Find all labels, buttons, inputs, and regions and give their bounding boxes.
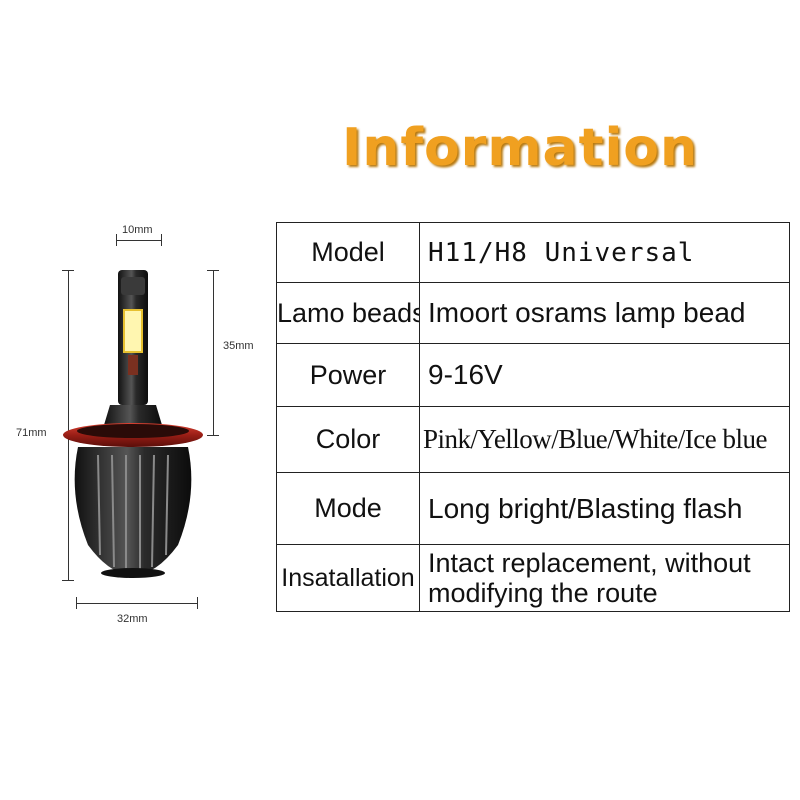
table-row: Model H11/H8 Universal bbox=[276, 222, 790, 283]
dimension-base-width: 32mm bbox=[117, 613, 148, 625]
label-mode: Mode bbox=[276, 472, 420, 545]
dimension-line-upper bbox=[213, 270, 214, 435]
dimension-line-base bbox=[76, 603, 198, 604]
table-row: Color Pink/Yellow/Blue/White/Ice blue bbox=[276, 406, 790, 473]
value-lamp-beads: Imoort osrams lamp bead bbox=[419, 282, 790, 344]
table-row: Lamo beads Imoort osrams lamp bead bbox=[276, 282, 790, 344]
led-bulb-image bbox=[63, 270, 203, 578]
value-model: H11/H8 Universal bbox=[419, 222, 790, 283]
dimension-line-total bbox=[68, 270, 69, 580]
label-installation: Insatallation bbox=[276, 544, 420, 612]
dimension-total-height: 71mm bbox=[16, 427, 47, 439]
label-model: Model bbox=[276, 222, 420, 283]
table-row: Power 9-16V bbox=[276, 343, 790, 407]
value-mode: Long bright/Blasting flash bbox=[419, 472, 790, 545]
label-lamp-beads: Lamo beads bbox=[276, 282, 420, 344]
label-power: Power bbox=[276, 343, 420, 407]
table-row: Insatallation Intact replacement, withou… bbox=[276, 544, 790, 612]
value-power: 9-16V bbox=[419, 343, 790, 407]
dimension-line-top bbox=[116, 240, 162, 241]
value-color: Pink/Yellow/Blue/White/Ice blue bbox=[419, 406, 790, 473]
dimension-top-width: 10mm bbox=[122, 224, 153, 236]
spec-table: Model H11/H8 Universal Lamo beads Imoort… bbox=[276, 222, 790, 612]
dimension-upper-height: 35mm bbox=[223, 340, 254, 352]
label-color: Color bbox=[276, 406, 420, 473]
value-installation: Intact replacement, without modifying th… bbox=[419, 544, 790, 612]
table-row: Mode Long bright/Blasting flash bbox=[276, 472, 790, 545]
page-title: Information bbox=[341, 118, 699, 178]
